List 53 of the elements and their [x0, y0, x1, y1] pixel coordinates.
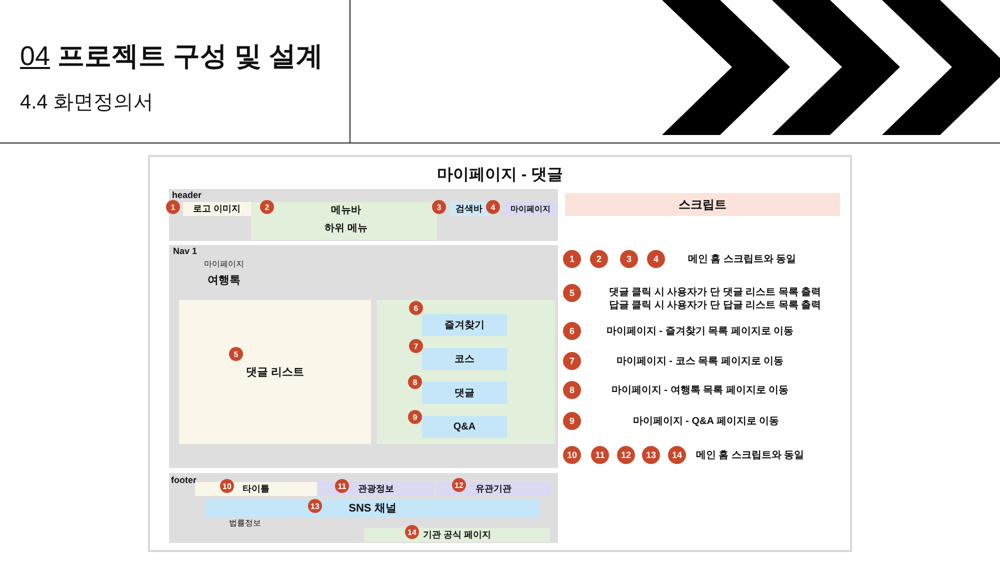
page-name: 마이페이지: [204, 258, 244, 270]
panel-title: 마이페이지 - 댓글: [436, 166, 564, 186]
my-page-area: [503, 202, 558, 216]
header-region: [169, 189, 558, 241]
script-description: 메인 홈 스크립트와 동일: [688, 253, 796, 266]
script-description: 마이페이지 - 코스 목록 페이지로 이동: [616, 355, 784, 368]
area-label: 기관 공식 페이지: [423, 528, 491, 542]
area-label: 코스: [454, 353, 474, 366]
region-label: header: [172, 190, 202, 200]
tourism-info-area: [318, 482, 434, 496]
region-label: footer: [171, 475, 196, 485]
script-description: 메인 홈 스크립트와 동일: [696, 449, 804, 462]
menu-text: 메뉴바: [331, 204, 361, 217]
area-label: 검색바: [456, 202, 482, 216]
course-menu: [422, 348, 507, 370]
footer-region: [169, 473, 558, 543]
area-label: SNS 채널: [348, 502, 396, 516]
related-agency-area: [436, 482, 551, 496]
region-label: Nav 1: [173, 246, 198, 256]
script-description: 마이페이지 - Q&A 페이지로 이동: [632, 415, 780, 428]
area-label: 로고 이미지: [193, 202, 241, 216]
script-description: 마이페이지 - 즐겨찾기 목록 페이지로 이동: [606, 325, 794, 338]
nav-region: [169, 245, 558, 468]
wireframe-panel: [148, 155, 852, 552]
area-label: Q&A: [453, 422, 476, 432]
menu-bar-area: [251, 202, 437, 240]
qna-menu: [422, 416, 507, 438]
title-area: [195, 482, 317, 496]
area-label: 관광정보: [358, 482, 394, 496]
area-label: 댓글 리스트: [246, 366, 304, 380]
sns-channel-area: [205, 499, 540, 517]
legal-info-text: 법률정보: [229, 518, 261, 528]
search-bar-area: [449, 202, 489, 216]
area-label: 즐겨찾기: [444, 319, 484, 332]
submenu-text: 하위 메뉴: [324, 222, 368, 235]
comment-list-area: [179, 300, 371, 444]
script-description: 마이페이지 - 여행톡 목록 페이지로 이동: [611, 384, 789, 397]
page-title: 04 프로젝트 구성 및 설계: [20, 40, 324, 73]
menu-panel: [377, 300, 555, 444]
comment-menu: [422, 382, 507, 404]
area-label: 타이틀: [242, 482, 270, 496]
official-page-area: [364, 528, 550, 542]
favorites-menu: [422, 314, 507, 336]
page-heading: 여행톡: [208, 274, 240, 288]
area-label: 댓글: [454, 387, 474, 400]
script-description: 댓글 클릭 시 사용자가 단 댓글 리스트 목록 출력: [608, 286, 822, 299]
area-label: 스크립트: [678, 196, 726, 213]
area-label: 유관기관: [476, 482, 512, 496]
script-header: [565, 193, 840, 216]
script-description: 답글 클릭 시 사용자가 단 답글 리스트 목록 출력: [608, 299, 822, 312]
subtitle: 4.4 화면정의서: [20, 90, 154, 116]
image-area: [183, 202, 251, 216]
area-label: 마이페이지: [510, 204, 550, 214]
